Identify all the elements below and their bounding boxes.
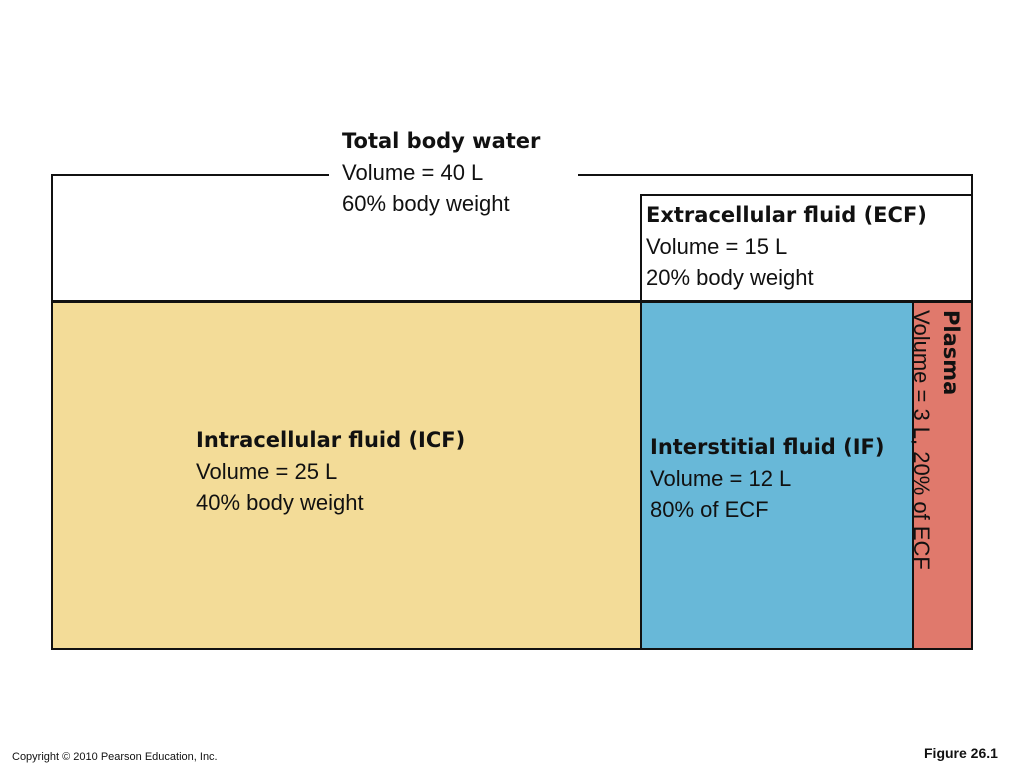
interstitial-label: Interstitial fluid (IF) Volume = 12 L 80… <box>650 432 884 525</box>
ecf-left-line <box>640 194 642 302</box>
copyright-text: Copyright © 2010 Pearson Education, Inc. <box>12 751 218 763</box>
interstitial-title: Interstitial fluid (IF) <box>650 435 885 459</box>
plasma-detail: Volume = 3 L, 20% of ECF <box>909 310 934 570</box>
interstitial-volume: Volume = 12 L <box>650 466 792 491</box>
ecf-weight: 20% body weight <box>646 265 814 290</box>
icf-title: Intracellular fluid (ICF) <box>196 428 466 452</box>
interstitial-compartment <box>640 301 914 650</box>
total-body-water-title: Total body water <box>342 129 541 153</box>
ecf-top-line <box>640 194 973 196</box>
total-body-water-weight: 60% body weight <box>342 191 510 216</box>
plasma-compartment <box>912 301 973 650</box>
ecf-title: Extracellular fluid (ECF) <box>646 203 927 227</box>
total-body-water-volume: Volume = 40 L <box>342 160 484 185</box>
total-body-water-label: Total body water Volume = 40 L 60% body … <box>342 126 540 219</box>
icf-label: Intracellular fluid (ICF) Volume = 25 L … <box>196 425 465 518</box>
plasma-title: Plasma <box>939 310 963 396</box>
interstitial-share: 80% of ECF <box>650 497 769 522</box>
figure-number: Figure 26.1 <box>924 745 998 761</box>
plasma-label: Plasma Volume = 3 L, 20% of ECF <box>886 310 966 630</box>
icf-weight: 40% body weight <box>196 490 364 515</box>
total-top-line-right <box>578 174 973 176</box>
ecf-volume: Volume = 15 L <box>646 234 788 259</box>
icf-volume: Volume = 25 L <box>196 459 338 484</box>
total-top-line-left <box>51 174 329 176</box>
icf-compartment <box>51 301 642 650</box>
ecf-label: Extracellular fluid (ECF) Volume = 15 L … <box>646 200 927 293</box>
compartment-top-line <box>51 300 973 302</box>
